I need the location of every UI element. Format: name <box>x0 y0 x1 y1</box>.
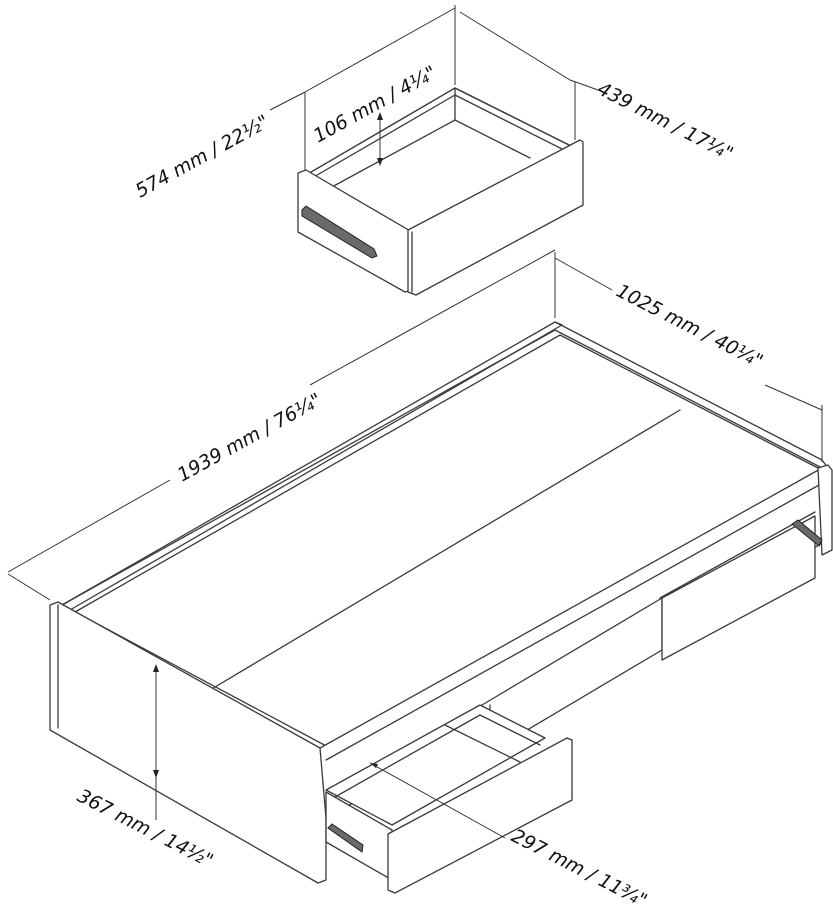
label-drawer-width: 439 mm / 17¼" <box>594 78 737 165</box>
side-drawer <box>481 511 823 753</box>
bed-frame <box>49 321 833 884</box>
label-drawer-depth: 574 mm / 22½" <box>132 111 273 203</box>
bed-dimension-lines <box>7 249 823 839</box>
label-bed-width: 1025 mm / 40¼" <box>613 280 767 373</box>
front-drawer-open <box>325 704 573 894</box>
label-drawer-interior: 297 mm / 11¾" <box>508 825 651 912</box>
detached-drawer <box>269 5 599 296</box>
